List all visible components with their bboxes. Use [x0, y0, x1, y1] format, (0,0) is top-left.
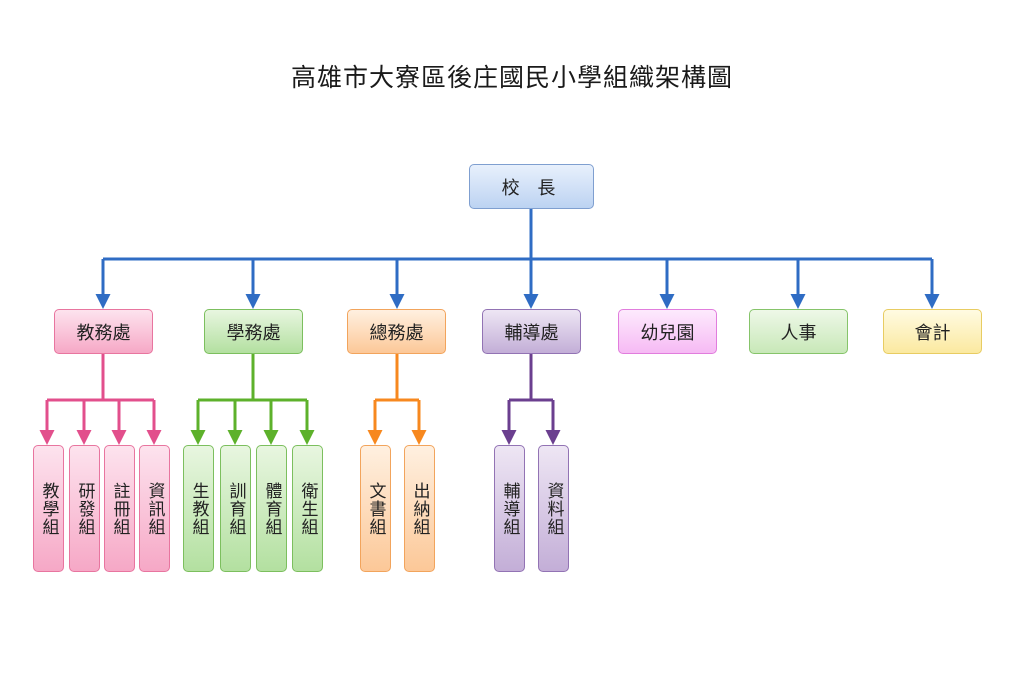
- group-records: 資料組: [538, 445, 569, 572]
- dept-label: 輔導處: [504, 322, 559, 344]
- dept-counseling: 輔導處: [482, 309, 581, 354]
- group-label: 註冊組: [109, 482, 130, 536]
- group-label: 體育組: [261, 482, 282, 536]
- group-label: 教學組: [38, 482, 59, 536]
- group-research: 研發組: [69, 445, 100, 572]
- group-label: 出納組: [409, 482, 430, 536]
- general-affairs-connectors: [367, 354, 427, 445]
- group-information: 資訊組: [139, 445, 170, 572]
- dept-personnel: 人事: [749, 309, 848, 354]
- dept-label: 教務處: [76, 322, 131, 344]
- dept-kindergarten: 幼兒園: [618, 309, 717, 354]
- group-teaching: 教學組: [33, 445, 64, 572]
- group-documents: 文書組: [360, 445, 391, 572]
- dept-academic-affairs: 教務處: [54, 309, 153, 354]
- principal-node: 校 長: [469, 164, 594, 209]
- dept-label: 學務處: [226, 322, 281, 344]
- group-guidance-activities: 訓育組: [220, 445, 251, 572]
- student-affairs-connectors: [190, 354, 315, 445]
- dept-general-affairs: 總務處: [347, 309, 446, 354]
- group-health: 衛生組: [292, 445, 323, 572]
- academic-affairs-connectors: [39, 354, 162, 445]
- dept-student-affairs: 學務處: [204, 309, 303, 354]
- group-label: 輔導組: [499, 482, 520, 536]
- group-discipline: 生教組: [183, 445, 214, 572]
- dept-label: 會計: [914, 322, 951, 344]
- dept-label: 幼兒園: [640, 322, 695, 344]
- group-label: 研發組: [74, 482, 95, 536]
- dept-label: 總務處: [369, 322, 424, 344]
- group-sports: 體育組: [256, 445, 287, 572]
- counseling-connectors: [501, 354, 561, 445]
- chart-title: 高雄市大寮區後庄國民小學組織架構圖: [290, 63, 733, 92]
- group-label: 文書組: [365, 482, 386, 536]
- group-label: 衛生組: [297, 482, 318, 536]
- group-label: 訓育組: [225, 482, 246, 536]
- group-registration: 註冊組: [104, 445, 135, 572]
- group-label: 生教組: [188, 482, 209, 536]
- group-label: 資料組: [543, 482, 564, 536]
- group-counseling: 輔導組: [494, 445, 525, 572]
- principal-connectors: [95, 209, 940, 309]
- principal-label: 校 長: [501, 177, 562, 199]
- group-cashier: 出納組: [404, 445, 435, 572]
- dept-label: 人事: [780, 322, 817, 344]
- group-label: 資訊組: [144, 482, 165, 536]
- dept-accounting: 會計: [883, 309, 982, 354]
